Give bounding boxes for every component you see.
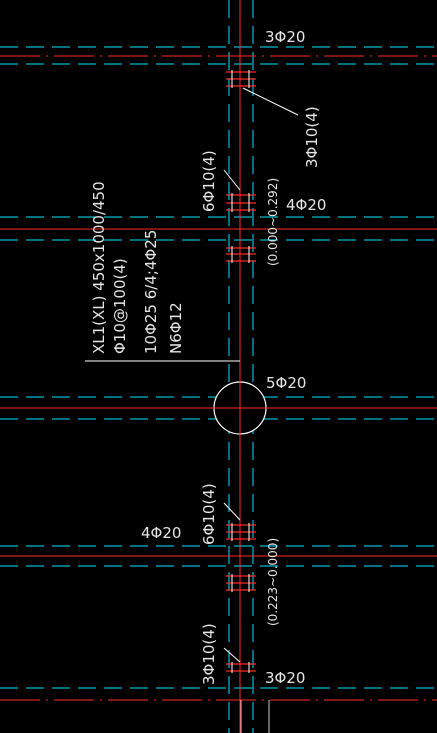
beam-tag-line2: Φ10@100(4) xyxy=(111,258,129,354)
label-bottom-stirrup: 3Φ10(4) xyxy=(200,623,218,685)
bottom-edge-lines xyxy=(240,700,270,733)
beam-tag-line1: XL1(XL) 450x1000/450 xyxy=(90,181,108,354)
beam-tag-line3: 10Φ25 6/4;4Φ25 xyxy=(142,230,160,354)
label-lower-side-rebar: 4Φ20 xyxy=(141,524,181,542)
label-upper-stirrup: 3Φ10(4) xyxy=(303,106,321,168)
label-bottom-rebar: 3Φ20 xyxy=(265,669,305,687)
leader-bottom-stirrup xyxy=(223,647,241,663)
label-upper-stirrup-beam: 6Φ10(4) xyxy=(200,150,218,212)
stirrup-marks xyxy=(226,71,256,672)
leader-lower-beam xyxy=(223,502,241,521)
beam-tag-line4: N6Φ12 xyxy=(167,302,185,354)
label-top-rebar: 3Φ20 xyxy=(265,28,305,46)
leader-upper-beam xyxy=(223,169,241,191)
leader-upper-stirrup xyxy=(242,87,299,116)
label-column-rebar: 5Φ20 xyxy=(266,374,306,392)
vertical-beam-edges xyxy=(228,0,254,733)
label-upper-side-rebar: 4Φ20 xyxy=(286,196,326,214)
stirrup-white-ties xyxy=(231,70,250,673)
label-lower-stirrup-beam: 6Φ10(4) xyxy=(200,483,218,545)
label-lower-level: (0.223~0.000) xyxy=(266,538,280,626)
label-upper-level: (0.000~0.292) xyxy=(266,178,280,266)
leader-lines xyxy=(85,87,299,663)
horizontal-beams xyxy=(0,46,437,689)
